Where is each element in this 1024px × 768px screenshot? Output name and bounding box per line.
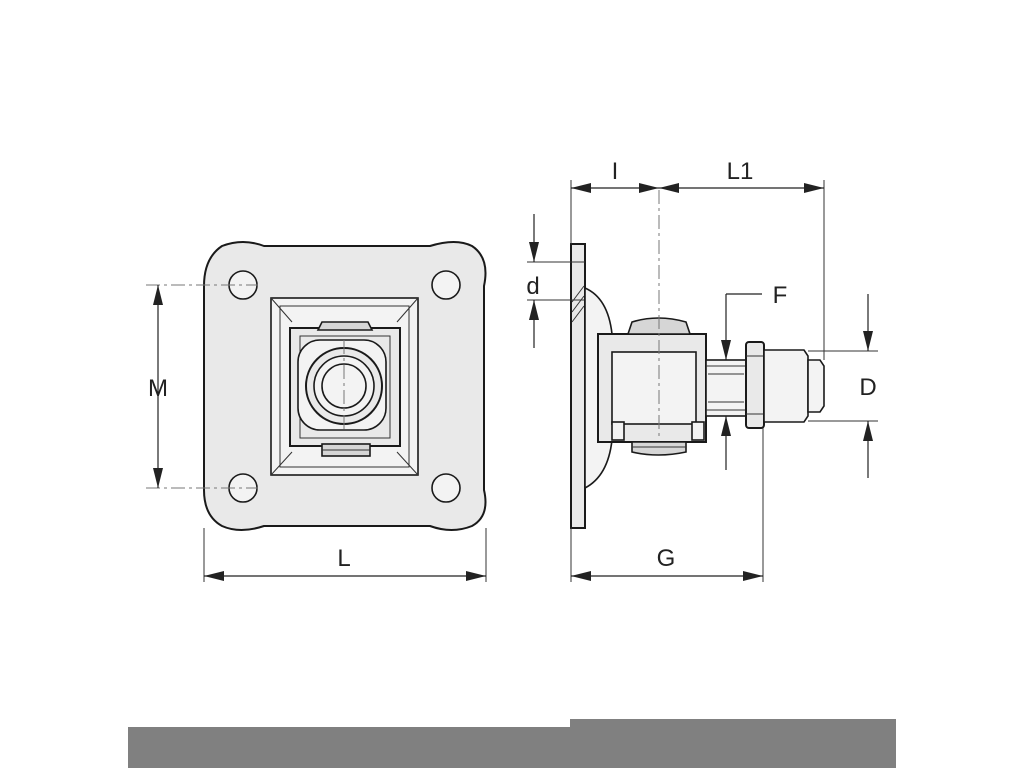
- dimension-label-D: D: [859, 374, 876, 401]
- threaded-end: [763, 349, 809, 423]
- dimension-label-M: M: [148, 375, 168, 402]
- mounting-hole-top-right: [431, 270, 461, 300]
- side-view: [570, 190, 825, 529]
- hex-nut: [745, 341, 765, 429]
- dimension-label-I: I: [612, 158, 619, 185]
- dimension-label-d: d: [526, 273, 539, 300]
- dimension-F: F: [721, 282, 788, 470]
- side-bracket-inner: [611, 351, 697, 425]
- dimension-label-G: G: [657, 545, 676, 572]
- mounting-hole-bottom-right: [431, 473, 461, 503]
- side-bottom-washer: [631, 441, 687, 456]
- footer-bar: [128, 719, 896, 768]
- dimension-label-F: F: [773, 282, 788, 309]
- top-nut: [316, 321, 374, 331]
- dimension-M: M: [148, 285, 168, 488]
- washer-right-ear: [691, 421, 705, 441]
- raised-frame-inner: [279, 305, 410, 468]
- dimension-I-L1: I L1: [570, 158, 825, 360]
- washer-left-ear: [611, 421, 625, 441]
- dimension-G: G: [570, 428, 764, 582]
- threaded-tip: [807, 359, 825, 413]
- front-view: [146, 241, 487, 531]
- dimension-L: L: [203, 528, 487, 582]
- dimension-label-L1: L1: [727, 158, 754, 185]
- dimension-d: d: [526, 214, 571, 348]
- dimension-label-L: L: [337, 545, 350, 572]
- side-plate: [570, 243, 586, 529]
- dimension-D: D: [808, 294, 878, 478]
- hinge-pin-shaft: [705, 359, 747, 417]
